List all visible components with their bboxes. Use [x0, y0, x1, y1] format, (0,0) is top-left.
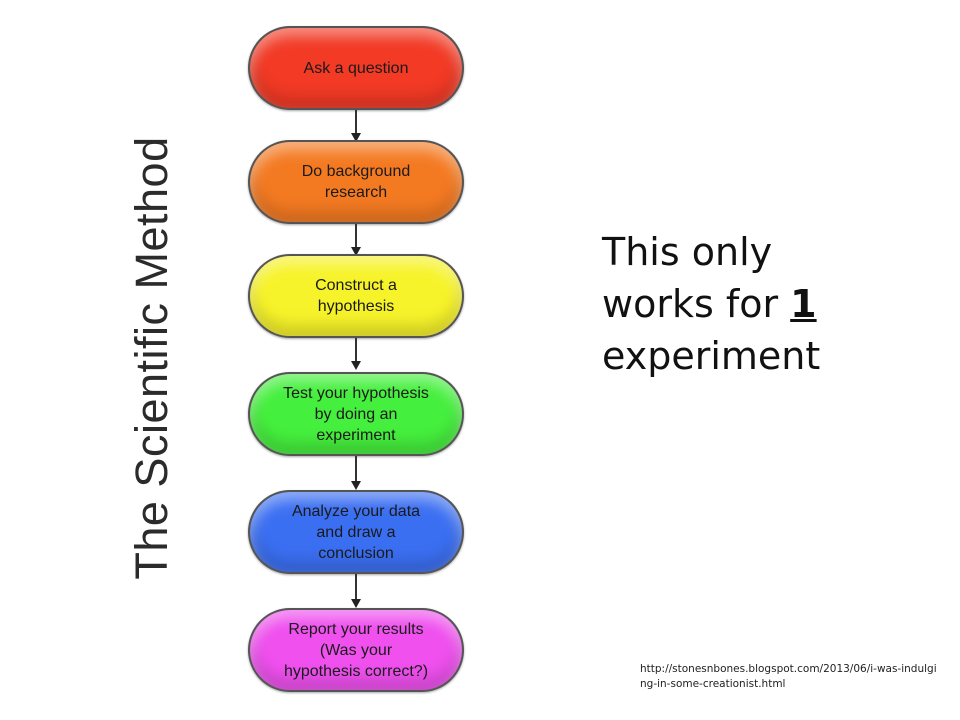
step-analyze-data: Analyze your data and draw a conclusion: [248, 490, 464, 574]
step-label: Construct a hypothesis: [315, 277, 397, 315]
note-emphasis: 1: [790, 282, 817, 326]
step-report-results: Report your results (Was your hypothesis…: [248, 608, 464, 692]
note-line: This only: [602, 230, 773, 274]
step-background-research: Do background research: [248, 140, 464, 224]
step-ask-question: Ask a question: [248, 26, 464, 110]
step-label: Analyze your data and draw a conclusion: [291, 502, 421, 562]
source-link[interactable]: http://stonesnbones.blogspot.com/2013/06…: [640, 663, 937, 690]
step-label: Do background research: [301, 163, 411, 201]
note-text: This only works for 1 experiment: [602, 226, 820, 382]
arrow-connector: [351, 110, 361, 142]
arrow-connector: [351, 338, 361, 370]
step-label: Ask a question: [303, 59, 409, 77]
arrow-connector: [351, 456, 361, 490]
step-construct-hypothesis: Construct a hypothesis: [248, 254, 464, 338]
arrow-connector: [351, 224, 361, 256]
note-line: works for 1: [602, 278, 820, 330]
note-line-prefix: works for: [602, 282, 791, 326]
step-label: Test your hypothesis by doing an experim…: [283, 384, 429, 444]
diagram-title: The Scientific Method: [126, 136, 177, 580]
step-label: Report your results (Was your hypothesis…: [283, 620, 429, 680]
diagram-panel: [130, 8, 480, 712]
arrow-connector: [351, 574, 361, 608]
step-test-hypothesis: Test your hypothesis by doing an experim…: [248, 372, 464, 456]
note-line: experiment: [602, 334, 821, 378]
